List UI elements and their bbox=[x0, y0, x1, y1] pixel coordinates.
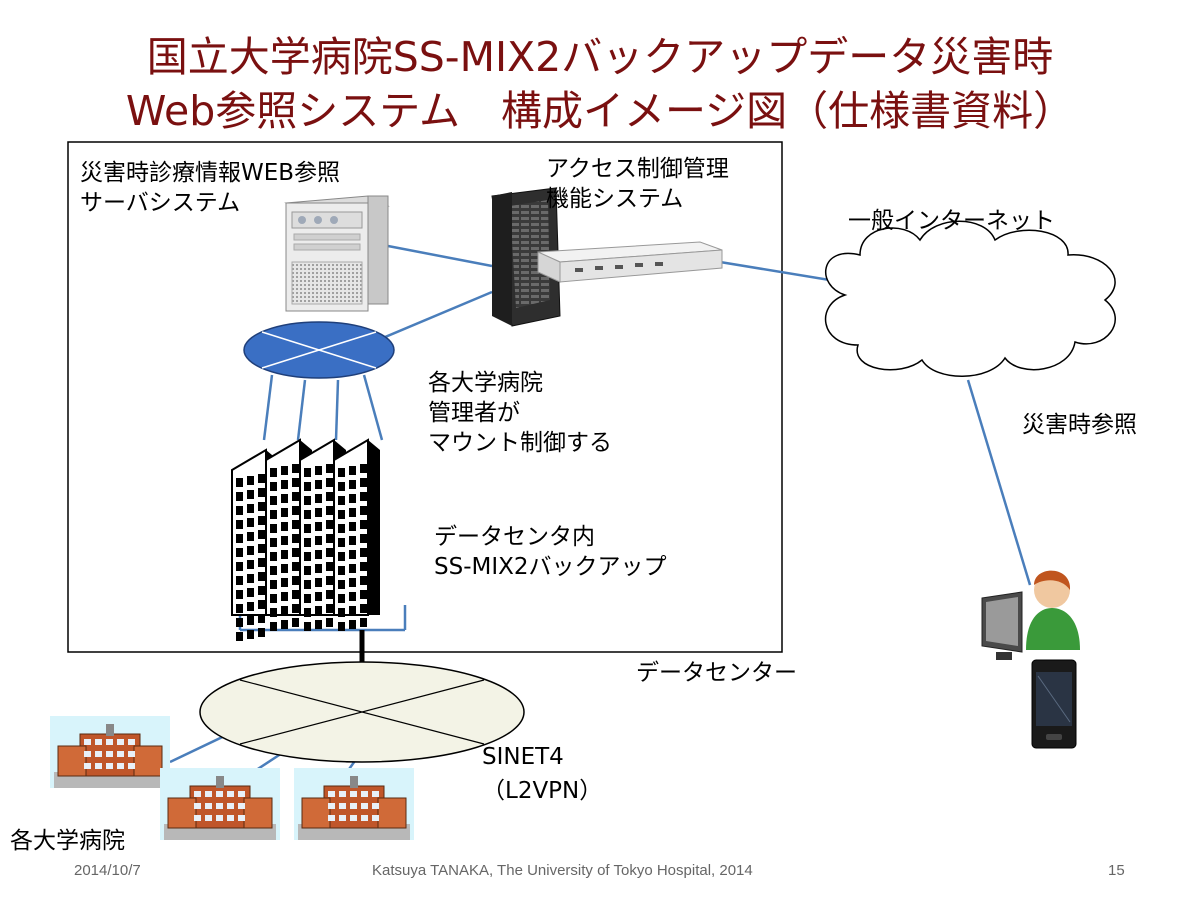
admin-label-line2: 管理者が bbox=[428, 400, 520, 426]
access-control-label-line1: アクセス制御管理 bbox=[546, 156, 729, 182]
access-control-label: アクセス制御管理 機能システム bbox=[546, 154, 729, 214]
rack-server-icon bbox=[491, 187, 561, 327]
web-server-label-line2: サーバシステム bbox=[80, 190, 241, 216]
access-control-label-line2: 機能システム bbox=[546, 186, 684, 212]
smartphone-icon bbox=[1031, 659, 1077, 749]
user-at-computer-icon bbox=[981, 570, 1080, 660]
network-hub-icon bbox=[243, 321, 395, 379]
web-server-label: 災害時診療情報WEB参照 サーバシステム bbox=[80, 158, 340, 218]
internet-label: 一般インターネット bbox=[848, 208, 1055, 234]
slide-title-line2: Web参照システム 構成イメージ図（仕様書資料） bbox=[125, 87, 1075, 135]
hospitals-label: 各大学病院 bbox=[10, 828, 125, 854]
footer-credit: Katsuya TANAKA, The University of Tokyo … bbox=[372, 862, 753, 879]
footer-date: 2014/10/7 bbox=[74, 862, 141, 879]
backup-label-line1: データセンタ内 bbox=[434, 524, 595, 550]
building-icon bbox=[231, 438, 380, 641]
hospital-icon bbox=[294, 768, 414, 840]
slide-title-line1: 国立大学病院SS-MIX2バックアップデータ災害時 bbox=[146, 33, 1054, 81]
datacenter-label: データセンター bbox=[636, 660, 797, 686]
admin-label-line3: マウント制御する bbox=[428, 430, 612, 456]
admin-label-line1: 各大学病院 bbox=[428, 370, 543, 396]
backup-label-line2: SS-MIX2バックアップ bbox=[434, 554, 667, 580]
sinet-label-line1: SINET4 bbox=[482, 744, 564, 770]
building-icon bbox=[333, 438, 380, 631]
network-appliance-icon bbox=[537, 241, 723, 283]
sinet-network-ellipse bbox=[199, 661, 525, 763]
server-tower-icon bbox=[284, 195, 390, 312]
web-server-label-line1: 災害時診療情報WEB参照 bbox=[80, 160, 341, 186]
datacenter-box bbox=[67, 141, 783, 653]
sinet-label-line2: （L2VPN） bbox=[482, 778, 603, 804]
hospital-icon bbox=[160, 768, 280, 840]
hospital-icon bbox=[50, 716, 170, 788]
backup-label: データセンタ内 SS-MIX2バックアップ bbox=[434, 522, 667, 582]
disaster-reference-label: 災害時参照 bbox=[1022, 412, 1137, 438]
admin-label: 各大学病院 管理者が マウント制御する bbox=[428, 368, 612, 458]
footer-page-number: 15 bbox=[1108, 862, 1125, 879]
cloud-icon bbox=[824, 220, 1116, 377]
sinet-label: SINET4 （L2VPN） bbox=[482, 740, 602, 808]
